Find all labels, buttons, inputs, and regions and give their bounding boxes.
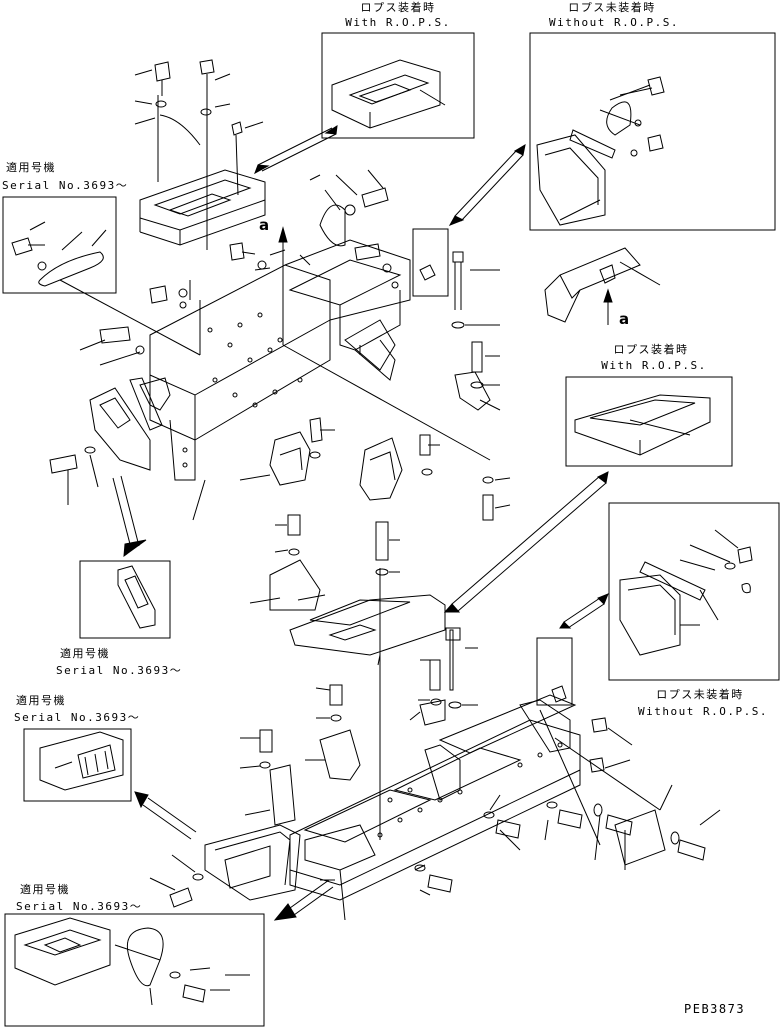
cover-detail-a [544,247,661,325]
label-serial-left-mid-en: Serial No.3693～ [14,711,141,724]
left-side-bracket [49,326,163,505]
arrow-mid-long [443,471,609,613]
lower-middle-plate [249,559,446,720]
rops-plate-top [331,59,446,129]
label-without-rops-right-jp: ロプス未装着時 [656,688,744,701]
inset-without-rops-right [608,502,780,681]
arrow-left-mid [134,791,197,840]
bracket-without-rops-top [536,76,665,226]
arrow-right-short [559,593,609,629]
ubolt-center-top [299,169,399,289]
upper-cover-plate [139,92,266,250]
inset-with-rops-right [565,376,733,467]
label-serial-left-top-jp: 適用号機 [6,161,56,174]
label-with-rops-top-jp: ロプス装着時 [360,1,436,14]
label-serial-mid-jp: 適用号機 [60,647,110,660]
drawing-code: PEB3873 [684,1002,746,1016]
label-serial-bottom-en: Serial No.3693～ [16,900,143,913]
label-without-rops-top-jp: ロプス未装着時 [568,1,656,14]
label-with-rops-right-en: With R.O.P.S. [601,359,707,372]
inset-serial-left-mid [23,728,132,802]
bolts-lower-mid [274,514,478,709]
inset-serial-bottom [4,913,265,1027]
arrow-left-down [112,475,147,558]
serial-mid-part [117,565,156,629]
leader-lines [59,174,381,881]
inset-serial-left-top [2,196,117,294]
upper-frame [139,239,411,481]
long-bolt-right [451,251,501,411]
bolts-lower-left [149,854,453,908]
label-serial-bottom-jp: 適用号機 [20,883,70,896]
inset-without-rops-top [529,32,776,231]
detail-box-center [412,228,449,297]
label-serial-mid-en: Serial No.3693～ [56,664,183,677]
detail-box-lower [536,637,573,706]
arrow-topright-double [448,143,526,226]
lower-brackets [239,684,461,826]
inset-with-rops-top [321,32,475,139]
view-arrow-a-left [278,226,491,461]
view-mark-a-left: a [259,216,270,234]
label-serial-left-top-en: Serial No.3693～ [2,179,129,192]
serial-bottom-part [14,917,250,1006]
label-with-rops-top-en: With R.O.P.S. [345,16,451,29]
label-with-rops-right-jp: ロプス装着時 [613,343,689,356]
bracket-without-rops-right [619,529,753,656]
mid-brackets [192,417,511,521]
lower-frame [204,694,581,921]
arrow-top-double [254,125,338,175]
label-serial-left-mid-jp: 適用号機 [16,694,66,707]
rops-plate-right [574,394,711,456]
view-mark-a-right: a [619,310,630,328]
ubolt-left-inset [11,221,107,287]
serial-left-mid-part [39,731,124,791]
label-without-rops-top-en: Without R.O.P.S. [549,16,679,29]
bolts-top-left [134,59,264,196]
label-without-rops-right-en: Without R.O.P.S. [638,705,768,718]
arrow-bottom-left [273,879,334,921]
inset-serial-mid [79,560,171,639]
bolts-middle-upper [149,242,286,309]
